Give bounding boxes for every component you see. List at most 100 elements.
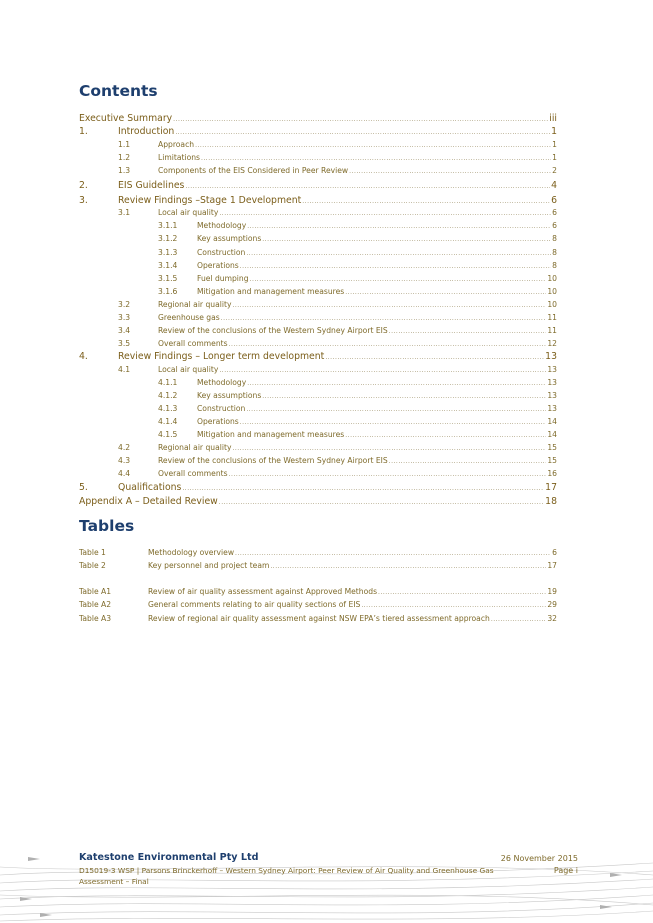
toc-entry-number: 3.2: [118, 300, 131, 309]
toc-entry-title: Local air quality: [158, 208, 219, 217]
toc-entry[interactable]: 1.1Approach1: [79, 140, 557, 153]
toc-entry-page: 14: [547, 430, 557, 439]
toc-entry-page: 15: [547, 443, 557, 452]
table-list-dot-leader: [491, 616, 547, 623]
toc-entry-page: 14: [547, 417, 557, 426]
toc-entry[interactable]: 5.Qualifications17: [79, 482, 557, 495]
toc-entry-page: 18: [545, 496, 557, 507]
toc-dot-leader: [229, 471, 547, 478]
toc-dot-leader: [232, 302, 546, 309]
toc-dot-leader: [182, 485, 544, 492]
toc-dot-leader: [185, 183, 550, 190]
toc-entry-page: 1: [552, 140, 557, 149]
toc-entry-page: iii: [549, 113, 557, 124]
toc-entry[interactable]: 3.1.1Methodology6: [79, 221, 557, 234]
toc-entry-number: 3.1.1: [158, 221, 178, 230]
toc-dot-leader: [219, 499, 544, 506]
toc-entry[interactable]: 3.1 Local air quality 6: [79, 208, 557, 221]
toc-dot-leader: [345, 432, 546, 439]
toc-entry[interactable]: 1.Introduction1: [79, 126, 557, 139]
toc-dot-leader: [389, 458, 547, 465]
toc-entry-number: 3.1.4: [158, 261, 178, 270]
table-list-page: 32: [547, 614, 557, 623]
toc-entry-number: 3.: [79, 195, 88, 206]
toc-entry-number: 3.1.3: [158, 248, 178, 257]
toc-entry-title: Review of the conclusions of the Western…: [158, 456, 388, 465]
toc-entry[interactable]: Appendix A – Detailed Review18: [79, 496, 557, 509]
toc-entry-title: Qualifications: [118, 482, 182, 493]
toc-entry-page: 13: [545, 351, 557, 362]
toc-entry-number: 3.1.2: [158, 234, 178, 243]
toc-entry-number: 4.1.2: [158, 391, 178, 400]
table-list-dot-leader: [361, 602, 546, 609]
toc-entry[interactable]: 4.Review Findings – Longer term developm…: [79, 351, 557, 364]
toc-entry-number: 4.1.4: [158, 417, 178, 426]
footer-page-number: Page i: [553, 866, 578, 875]
toc-entry[interactable]: 4.1.1Methodology13: [79, 378, 557, 391]
toc-entry[interactable]: Executive Summary iii: [79, 113, 557, 126]
toc-entry-title: Key assumptions: [197, 234, 262, 243]
toc-entry-title: Key assumptions: [197, 391, 262, 400]
toc-entry-title: Executive Summary: [79, 113, 173, 124]
toc-dot-leader: [345, 289, 546, 296]
toc-entry-title: Fuel dumping: [197, 274, 249, 283]
toc-dot-leader: [262, 393, 546, 400]
toc-entry-page: 6: [552, 208, 557, 217]
toc-entry[interactable]: 4.1.3Construction13: [79, 404, 557, 417]
toc-entry-page: 6: [551, 195, 557, 206]
toc-entry-number: 4.1.5: [158, 430, 178, 439]
toc-dot-leader: [246, 250, 551, 257]
toc-entry-number: 5.: [79, 482, 88, 493]
toc-entry-title: Overall comments: [158, 339, 228, 348]
toc-entry-title: Mitigation and management measures: [197, 430, 345, 439]
toc-dot-leader: [201, 155, 551, 162]
toc-entry-page: 10: [547, 274, 557, 283]
toc-entry[interactable]: 4.1.4 Operations 14: [79, 417, 557, 430]
toc-entry[interactable]: 3.Review Findings –Stage 1 Development6: [79, 195, 557, 208]
toc-entry[interactable]: 3.1.4Operations8: [79, 261, 557, 274]
toc-entry-page: 8: [552, 261, 557, 270]
toc-entry-page: 15: [547, 456, 557, 465]
toc-entry-title: Local air quality: [158, 365, 219, 374]
toc-entry-page: 10: [547, 287, 557, 296]
toc-entry-number: 3.3: [118, 313, 131, 322]
toc-entry-title: Regional air quality: [158, 300, 232, 309]
toc-entry-title: Greenhouse gas: [158, 313, 220, 322]
toc-entry-title: Introduction: [118, 126, 175, 137]
toc-entry-title: Overall comments: [158, 469, 228, 478]
footer-date: 26 November 2015: [500, 854, 578, 863]
toc-entry[interactable]: 2.EIS Guidelines4: [79, 180, 557, 193]
toc-dot-leader: [302, 198, 550, 205]
toc-entry-number: 4.2: [118, 443, 131, 452]
toc-entry-page: 13: [547, 391, 557, 400]
toc-entry-title: Methodology: [197, 221, 247, 230]
toc-entry[interactable]: 4.1.5 Mitigation and management measures 1…: [79, 430, 557, 443]
toc-entry-title: Operations: [197, 417, 239, 426]
toc-entry[interactable]: 1.2Limitations1: [79, 153, 557, 166]
toc-dot-leader: [247, 223, 551, 230]
toc-entry-number: 3.1: [118, 208, 131, 217]
toc-entry[interactable]: 3.1.3Construction8: [79, 248, 557, 261]
toc-entry-page: 1: [551, 126, 557, 137]
toc-entry-page: 13: [547, 378, 557, 387]
contents-heading: Contents: [79, 82, 158, 100]
toc-entry[interactable]: 4.1.2 Key assumptions 13: [79, 391, 557, 404]
